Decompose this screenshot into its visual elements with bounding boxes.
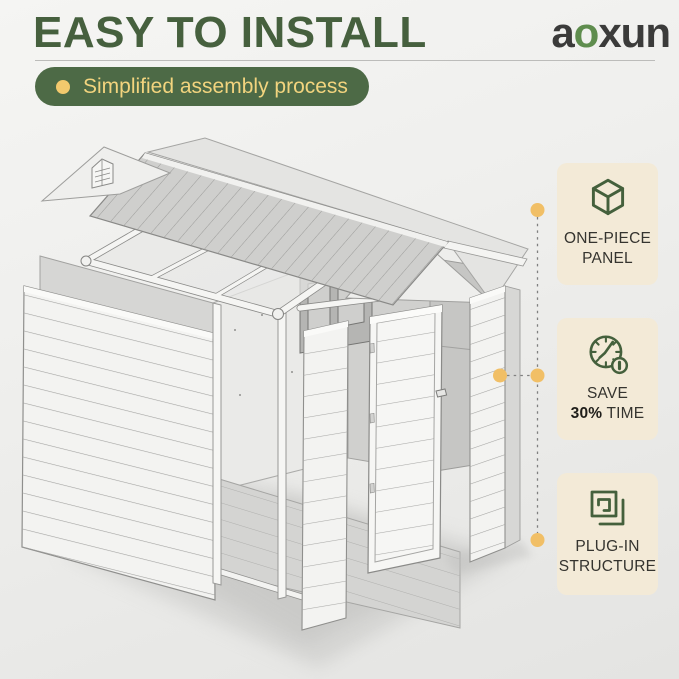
- connector-dot: [493, 368, 507, 383]
- badge-dot-icon: [56, 79, 70, 94]
- left-gable-panel: [40, 146, 172, 202]
- door-panel: [367, 304, 448, 574]
- cube-icon: [591, 178, 624, 216]
- truss-infill: [86, 221, 352, 314]
- roof-ribbed-panel: [88, 152, 450, 306]
- badge-label: Simplified assembly process: [83, 74, 348, 98]
- brand-logo: aoxun: [551, 9, 671, 56]
- gable-vent-icon: [91, 158, 114, 189]
- assembly-badge: Simplified assembly process: [35, 67, 369, 106]
- feature-connectors: [493, 203, 545, 547]
- connector-dot: [530, 533, 545, 547]
- connector-dot: [530, 203, 545, 217]
- page-title: EASY TO INSTALL: [33, 8, 427, 57]
- logo-letters: xun: [598, 9, 671, 56]
- door-hinges: [369, 342, 375, 494]
- header-divider: [35, 60, 655, 61]
- left-wall-panel: [21, 285, 216, 601]
- logo-letter: a: [551, 9, 574, 56]
- logo-letter-accent: o: [573, 9, 600, 56]
- connector-dot: [530, 368, 545, 383]
- side-slat-panel: [301, 320, 349, 631]
- right-slat-panel: [444, 285, 532, 574]
- overlapping-squares-icon: [590, 490, 624, 526]
- door-handle: [435, 388, 448, 398]
- stopwatch-icon: [588, 335, 628, 375]
